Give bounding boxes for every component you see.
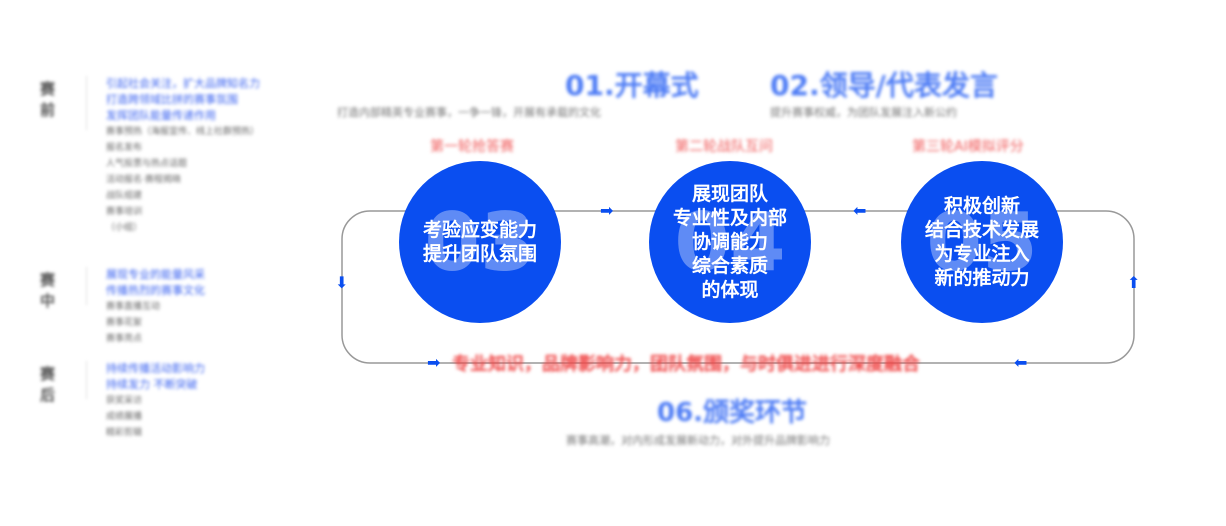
stage-label: 赛后 [40,365,56,404]
stage-label: 赛前 [40,80,56,119]
round-number: 04 [674,195,786,289]
task-item: 战队组建 [106,191,143,201]
task-item: （小组） [106,223,143,233]
step-title-02: 02.领导/代表发言 [770,69,998,102]
round-label-2: 第二轮战队互问 [675,139,773,155]
round-text: 积极创新 结合技术发展 为专业注入 新的推动力 [924,195,1039,289]
highlight-item: 发挥团队能量传递作用 [106,109,216,122]
stage-items: 引起社会关注，扩大品牌知名力打造跨领域比拼的赛事氛围发挥团队能量传递作用赛事预热… [106,76,306,236]
highlight-item: 引起社会关注，扩大品牌知名力 [106,77,260,90]
arrow-left-icon: ⬅ [1014,353,1028,372]
highlight-item: 持续传播活动影响力 [106,362,205,375]
stage-items: 持续传播活动影响力持续发力 不断突破获奖采访成绩展播精彩剪辑 [106,361,306,441]
round-label-3: 第三轮AI模拟评分 [912,139,1024,155]
arrow-left-icon: ⬅ [853,201,867,220]
task-item: 获奖采访 [106,396,143,406]
task-item: 赛事花絮 [106,318,143,328]
task-item: 活动报名·赛程揭晓 [106,175,181,185]
divider [86,267,87,305]
task-item: 报名发布 [106,143,143,153]
task-item: 成绩展播 [106,412,143,422]
step-sub-06: 赛事高潮，对内形成发展新动力，对外提升品牌影响力 [566,434,830,447]
arrow-up-icon: ⬆ [1127,273,1141,292]
task-item: 人气投票与热点话题 [106,159,188,169]
round-number: 05 [926,195,1038,289]
highlight-item: 持续发力 不断突破 [106,378,198,391]
task-item: 赛事预热（海报宣传、线上社群预热） [106,127,260,137]
highlight-item: 传播热烈的赛事文化 [106,284,205,297]
step-title-06: 06.颁奖环节 [657,398,808,428]
highlight-item: 打造跨领域比拼的赛事氛围 [106,93,238,106]
divider [86,361,87,399]
arrow-down-icon: ⬇ [335,273,349,292]
arrow-right-icon: ➡ [427,353,441,372]
task-item: 赛事直播互动 [106,302,161,312]
stage-items: 展现专业的能量风采传播热烈的赛事文化赛事直播互动赛事花絮赛事亮点 [106,267,306,347]
task-item: 精彩剪辑 [106,428,143,438]
fusion-statement: 专业知识，品牌影响力，团队氛围，与时俱进进行深度融合 [452,354,920,375]
task-item: 赛事培训 [106,207,143,217]
stage-label: 赛中 [40,271,56,310]
arrow-right-icon: ➡ [600,201,614,220]
step-sub-01: 打造内部精英专业赛事，一争一锋，开展有承载的文化 [337,106,601,119]
round-label-1: 第一轮抢答赛 [430,139,514,155]
step-title-01: 01.开幕式 [565,69,699,102]
task-item: 赛事亮点 [106,334,143,344]
highlight-item: 展现专业的能量风采 [106,268,205,281]
round-text: 展现团队 专业性及内部 协调能力 综合素质 的体现 [672,183,787,301]
step-sub-02: 提升赛事权威，为团队发展注入新公约 [770,106,957,119]
divider [86,76,87,130]
round-text: 考验应变能力 提升团队氛围 [422,219,537,265]
round-number: 03 [424,195,536,289]
